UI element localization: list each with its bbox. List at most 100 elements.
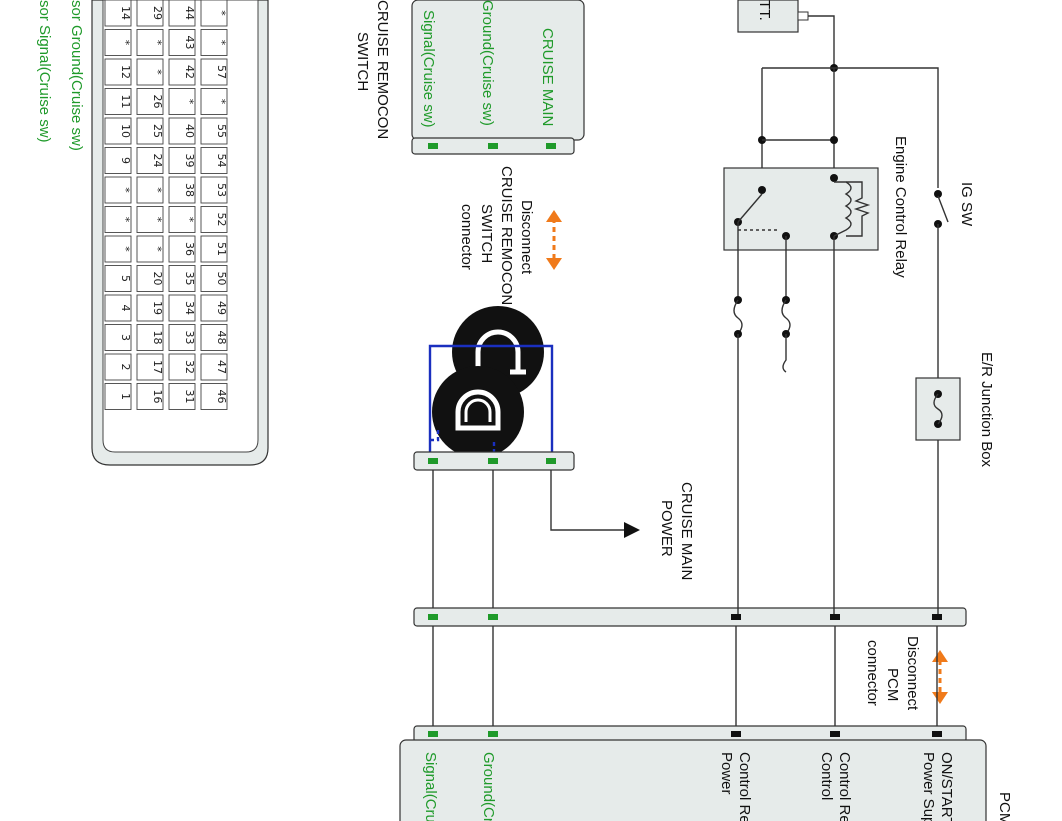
pin-label: * <box>215 40 228 46</box>
cruise-main-power-line1: CRUISE MAIN <box>678 482 695 580</box>
pin-cell <box>104 117 132 145</box>
pcm-pin-3-line2: Power <box>718 752 735 795</box>
pin-cell <box>200 0 228 27</box>
pin-label: 24 <box>151 154 164 168</box>
relay-label: Engine Control Relay <box>892 136 909 278</box>
pin-cell <box>136 0 164 27</box>
switch-connector-line3: connector <box>458 204 475 270</box>
battery-label: TT. <box>756 0 773 21</box>
switch-connector-line1: CRUISE REMOCON <box>498 166 515 305</box>
pin-label: 33 <box>183 331 196 345</box>
pin-cell <box>168 117 196 145</box>
pin-label: 11 <box>119 95 132 109</box>
pin-label: * <box>119 246 132 252</box>
pin-label: 18 <box>151 331 164 345</box>
pin-label: * <box>151 69 164 75</box>
pin-label: 54 <box>215 154 228 168</box>
pcm-disconnect-arrow <box>932 650 948 704</box>
pcm-connector-strip <box>413 607 967 627</box>
cruise-remocon-switch: CRUISE MAIN Ground(Cruise sw) Signal(Cru… <box>411 0 585 155</box>
pin-label: 2 <box>119 364 132 371</box>
pin-cell <box>136 294 164 322</box>
pin-cell <box>104 235 132 263</box>
pin-cell <box>104 353 132 381</box>
pin-cell <box>168 88 196 115</box>
pin-label: * <box>183 99 196 105</box>
pin-cell <box>168 383 196 410</box>
pin-cell <box>200 383 228 410</box>
pin-label: 16 <box>151 390 164 404</box>
switch-disconnect-arrow <box>546 210 562 270</box>
pin-cell <box>136 383 164 410</box>
pin-label: * <box>119 40 132 46</box>
pin-label: * <box>151 40 164 46</box>
pin-label: 50 <box>215 272 228 286</box>
pin-cell <box>136 353 164 381</box>
pcm-pin-2-line1: Control Re <box>836 752 853 821</box>
pin-label: 34 <box>183 301 196 315</box>
pcm-title: PCM <box>996 792 1013 821</box>
pin-cell <box>200 206 228 233</box>
pin-cell <box>104 29 132 56</box>
pin-cell <box>200 324 228 351</box>
ig-switch <box>934 190 949 228</box>
pin-label: 9 <box>119 157 132 164</box>
pin-label: * <box>215 10 228 16</box>
pin-label: * <box>215 99 228 105</box>
pin-cell <box>136 265 164 292</box>
pin-label: 52 <box>215 213 228 227</box>
pin-label: 14 <box>119 6 132 20</box>
pin-cell <box>200 29 228 56</box>
pcm-connector-disconnect: Disconnect <box>904 636 921 711</box>
pin-label: * <box>151 246 164 252</box>
pin-cell <box>168 0 196 27</box>
switch-title-line1: CRUISE REMOCON <box>374 0 391 139</box>
pin-label: 20 <box>151 272 164 286</box>
pin-cell <box>104 324 132 351</box>
pin-cell <box>136 117 164 145</box>
pin-label: 5 <box>119 275 132 282</box>
pin-cell <box>104 265 132 292</box>
pin-label: 43 <box>183 36 196 50</box>
pin-label: 47 <box>215 360 228 374</box>
pin-cell <box>104 206 132 233</box>
pin-label: 29 <box>151 6 164 20</box>
pin-cell <box>136 147 164 174</box>
pin-cell <box>200 117 228 145</box>
pin-cell <box>200 265 228 292</box>
junction-label: E/R Junction Box <box>978 352 995 468</box>
pin-cell <box>168 265 196 292</box>
pin-label: 4 <box>119 305 132 312</box>
pin-label: 44 <box>183 6 196 20</box>
pin-label: 26 <box>151 95 164 109</box>
pin-label: * <box>119 187 132 193</box>
pin-label: 10 <box>119 124 132 138</box>
pin-cell <box>104 0 132 27</box>
pin-label: 38 <box>183 183 196 197</box>
pcm-pin-ground: Ground(Cr <box>480 752 497 821</box>
switch-terminal-1 <box>546 143 556 149</box>
pin-grid: 14*1211109***5432129**262524***201918171… <box>104 0 228 410</box>
pin-cell <box>168 353 196 381</box>
pin-cell <box>168 206 196 233</box>
pcm-pin-2-line2: Control <box>818 752 835 800</box>
pin-cell <box>104 88 132 115</box>
switch-title-line2: SWITCH <box>354 32 371 91</box>
pin-label: * <box>183 217 196 223</box>
pin-label: 19 <box>151 301 164 315</box>
battery-box <box>737 0 799 33</box>
pin-label: 55 <box>215 124 228 138</box>
ig-sw-label: IG SW <box>958 182 975 227</box>
pcm-connector-line2: connector <box>864 640 881 706</box>
cruise-main-power-arrow <box>624 522 640 538</box>
pin-cell <box>200 353 228 381</box>
pin-cell <box>104 176 132 204</box>
pin-cell <box>168 29 196 56</box>
pin-cell <box>168 176 196 204</box>
pin-label: 57 <box>215 65 228 79</box>
pin-cell <box>136 176 164 204</box>
pin-label: 31 <box>183 390 196 404</box>
battery-terminal <box>797 11 809 21</box>
pin-label: 53 <box>215 183 228 197</box>
